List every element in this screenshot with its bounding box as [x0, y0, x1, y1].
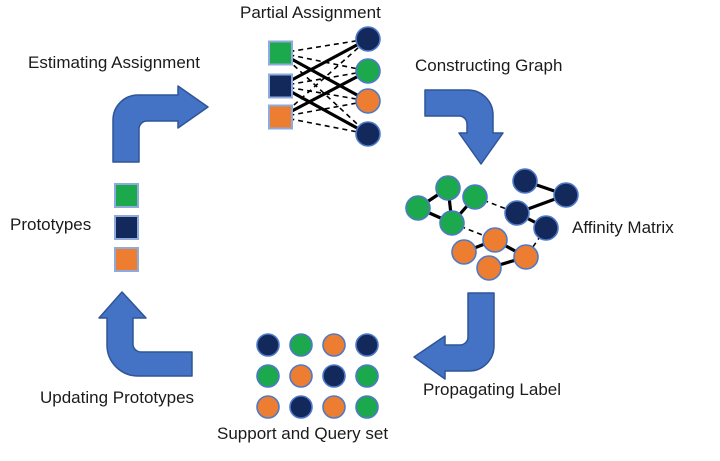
navy-node	[512, 168, 538, 194]
dashed-edge	[280, 100, 369, 118]
updating-prototypes-arrow	[98, 291, 193, 377]
propagating-label-arrow	[413, 292, 495, 380]
grid-green-circle	[355, 364, 379, 388]
navy-node	[553, 182, 579, 208]
constructing-graph-arrow	[424, 89, 504, 165]
support-query-grid	[256, 333, 379, 419]
grid-green-circle	[289, 333, 313, 357]
dashed-edge	[280, 38, 369, 54]
label-propagating-label: Propagating Label	[423, 380, 562, 399]
orange-node	[355, 88, 381, 114]
label-affinity-matrix: Affinity Matrix	[572, 218, 674, 237]
orange-node	[482, 227, 508, 253]
grid-green-circle	[355, 395, 379, 419]
navy-node	[533, 215, 559, 241]
label-support-query-set: Support and Query set	[217, 424, 389, 443]
orange-node	[513, 244, 539, 270]
prototype-navy-square	[114, 215, 139, 240]
solid-edge	[279, 69, 369, 119]
solid-edge	[279, 51, 369, 103]
label-constructing-graph: Constructing Graph	[415, 56, 563, 75]
grid-navy-circle	[289, 395, 313, 419]
label-estimating-assignment: Estimating Assignment	[28, 53, 200, 72]
grid-orange-circle	[256, 395, 280, 419]
dashed-edge	[280, 52, 369, 72]
grid-green-circle	[256, 364, 280, 388]
grid-orange-circle	[322, 333, 346, 357]
green-node	[439, 210, 465, 236]
grid-navy-circle	[256, 333, 280, 357]
label-partial-assignment: Partial Assignment	[240, 3, 381, 22]
solid-edge	[279, 37, 369, 88]
dashed-edge	[280, 85, 369, 102]
dashed-edge	[279, 52, 369, 135]
grid-navy-circle	[355, 333, 379, 357]
green-node	[462, 184, 488, 210]
green-node	[405, 195, 431, 221]
green-square	[268, 40, 293, 66]
label-updating-prototypes: Updating Prototypes	[40, 388, 195, 407]
partial-assignment-bipartite-graph	[268, 26, 381, 147]
dashed-edge	[280, 70, 369, 87]
navy-node	[355, 121, 381, 147]
prototype-green-square	[114, 183, 139, 208]
grid-orange-circle	[289, 364, 313, 388]
navy-square	[268, 73, 293, 99]
dashed-edge	[280, 116, 369, 135]
grid-orange-circle	[322, 395, 346, 419]
green-node	[355, 58, 381, 84]
label-prototypes: Prototypes	[10, 215, 92, 234]
orange-node	[451, 239, 477, 265]
navy-node	[504, 200, 530, 226]
affinity-matrix-graph	[405, 168, 579, 281]
prototype-orange-square	[114, 247, 139, 272]
orange-node	[476, 255, 502, 281]
orange-square	[268, 104, 293, 130]
solid-edge	[279, 84, 369, 136]
prototypes-squares	[114, 183, 139, 272]
navy-node	[355, 26, 381, 52]
green-node	[435, 175, 461, 201]
estimating-assignment-arrow	[112, 85, 209, 163]
grid-navy-circle	[322, 364, 346, 388]
